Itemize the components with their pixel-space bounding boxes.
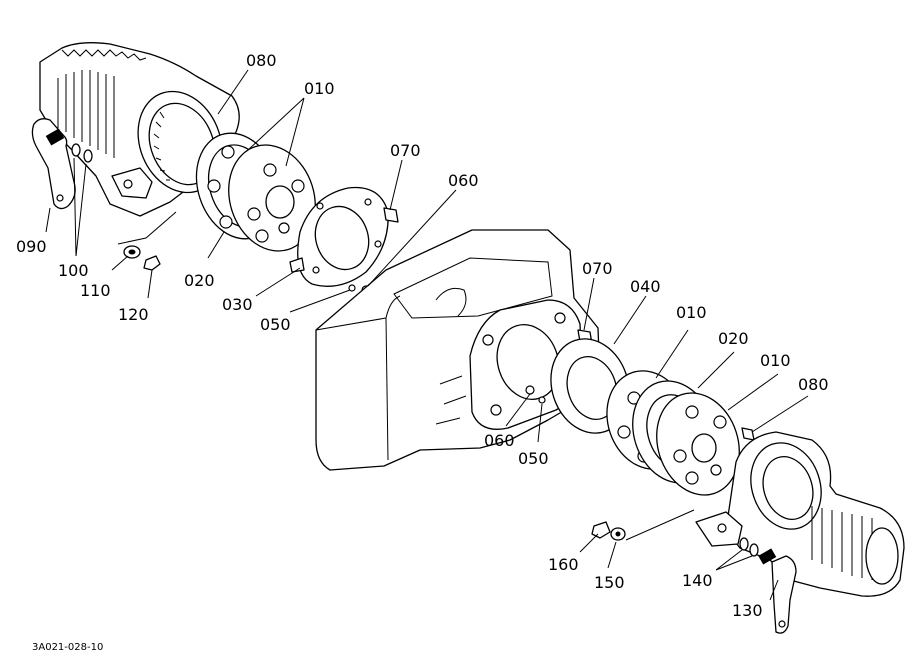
bracket-110-120 <box>117 211 177 245</box>
leader-lines <box>45 69 809 601</box>
callout-050-mid: 050 <box>518 449 549 468</box>
part-150-washer <box>610 527 626 541</box>
callout-070-top: 070 <box>390 141 421 160</box>
callout-130: 130 <box>732 601 763 620</box>
bracket-150-160 <box>625 509 695 541</box>
part-030-cam-plate <box>289 186 389 287</box>
callout-090: 090 <box>16 237 47 256</box>
part-080-pin-right <box>741 427 755 441</box>
part-060-ball-mid <box>525 385 535 395</box>
part-140-o-rings-right <box>739 537 759 557</box>
callout-050-top: 050 <box>260 315 291 334</box>
part-050-ball-top <box>348 284 356 292</box>
callout-140: 140 <box>682 571 713 590</box>
part-110-nut <box>123 245 141 259</box>
callout-080-right: 080 <box>798 375 829 394</box>
callout-020-right: 020 <box>718 329 749 348</box>
part-100-o-rings-left <box>71 143 93 163</box>
part-010-disc-left <box>228 144 316 252</box>
part-130-lever-right <box>758 548 797 634</box>
callout-080-top: 080 <box>246 51 277 70</box>
part-160-nut <box>591 521 611 539</box>
callout-010-top: 010 <box>304 79 335 98</box>
callout-070-mid: 070 <box>582 259 613 278</box>
callout-030: 030 <box>222 295 253 314</box>
callout-010-right: 010 <box>760 351 791 370</box>
callout-labels: 080 010 070 060 090 100 110 120 020 030 … <box>16 51 829 620</box>
callout-160: 160 <box>548 555 579 574</box>
part-010-disc-right <box>656 392 740 496</box>
callout-100: 100 <box>58 261 89 280</box>
drawing-number: 3A021-028-10 <box>32 642 103 653</box>
part-050-ball-mid <box>538 396 546 404</box>
callout-010-mid: 010 <box>676 303 707 322</box>
callout-150: 150 <box>594 573 625 592</box>
part-120-washer <box>143 255 161 271</box>
part-070-pin-top <box>383 207 399 223</box>
callout-110: 110 <box>80 281 111 300</box>
callout-060-top: 060 <box>448 171 479 190</box>
callout-060-mid: 060 <box>484 431 515 450</box>
callout-120: 120 <box>118 305 149 324</box>
callout-040: 040 <box>630 277 661 296</box>
callout-020-left: 020 <box>184 271 215 290</box>
